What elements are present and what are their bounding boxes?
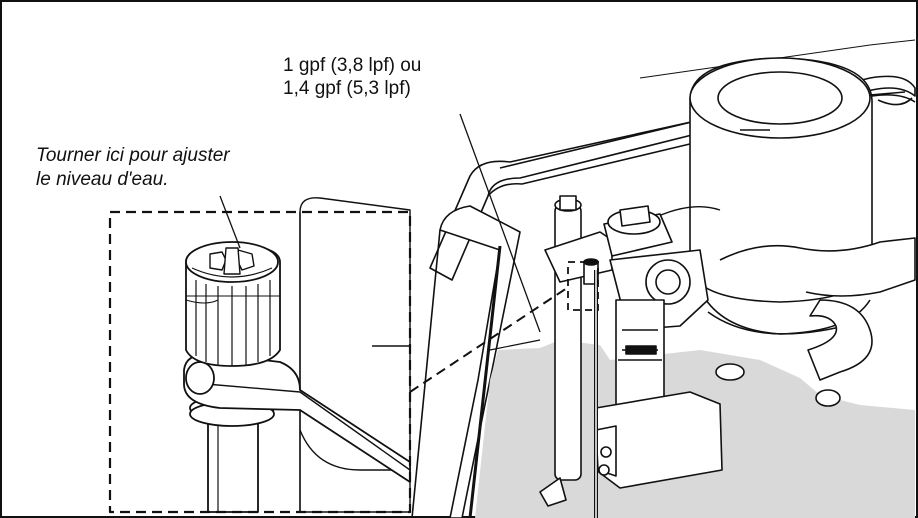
tank-overview [411, 39, 916, 518]
inset-dashed-border [108, 210, 412, 514]
zoom-box-dashed [567, 261, 599, 311]
flush-valve [689, 57, 873, 407]
tank-rim [429, 75, 916, 281]
adjust-leader [219, 195, 241, 249]
detail-inset [108, 197, 412, 514]
fill-valve [539, 195, 723, 518]
tank-front-wall [439, 205, 521, 518]
flow-rate-label-line2: 1,4 gpf (5,3 lpf) [283, 78, 411, 99]
adjust-instruction-line1: Tourner ici pour ajuster [36, 145, 230, 166]
water-level-adjust-knob [185, 241, 281, 367]
flow-rate-label-line1: 1 gpf (3,8 lpf) ou [283, 55, 422, 76]
flow-rate-leader [459, 113, 541, 333]
adjust-instruction-line2: le niveau d'eau. [36, 169, 169, 190]
